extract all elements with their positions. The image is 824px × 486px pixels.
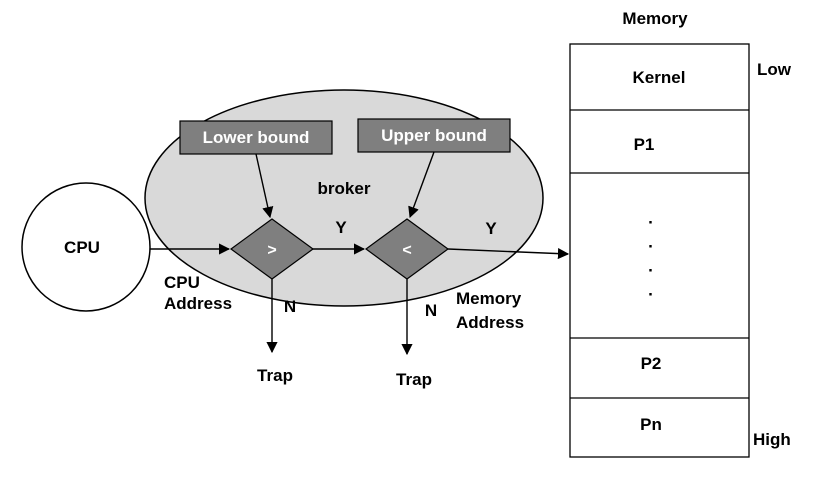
yes-label-2: Y xyxy=(485,219,497,238)
memory-address-label-line1: Memory xyxy=(456,289,522,308)
broker-label: broker xyxy=(318,179,371,198)
memory-p2-label: P2 xyxy=(641,354,662,373)
memory-ellipsis-dot: · xyxy=(648,213,654,232)
cpu-label: CPU xyxy=(64,238,100,257)
compare-lt-label: < xyxy=(402,242,411,259)
trap-label-2: Trap xyxy=(396,370,432,389)
yes-label-1: Y xyxy=(335,218,347,237)
cpu-address-label-line1: CPU xyxy=(164,273,200,292)
no-label-1: N xyxy=(284,297,296,316)
memory-ellipsis-dot: · xyxy=(648,285,654,304)
cpu-address-label-line2: Address xyxy=(164,294,232,313)
cpu-node xyxy=(21,182,151,312)
memory-title: Memory xyxy=(622,9,688,28)
memory-ellipsis-dot: · xyxy=(648,237,654,256)
memory-column xyxy=(569,43,750,458)
upper-bound-arrow xyxy=(408,151,435,219)
trap-label-1: Trap xyxy=(257,366,293,385)
memory-ellipsis-dot: · xyxy=(648,261,654,280)
upper-bound-label: Upper bound xyxy=(381,126,487,145)
lower-bound-label: Lower bound xyxy=(203,128,310,147)
memory-p1-label: P1 xyxy=(634,135,655,154)
no-label-2: N xyxy=(425,301,437,320)
memory-high-label: High xyxy=(753,430,791,449)
memory-kernel-label: Kernel xyxy=(633,68,686,87)
lt-to-memory-arrow xyxy=(447,247,570,260)
memory-address-label-line2: Address xyxy=(456,313,524,332)
memory-low-label: Low xyxy=(757,60,792,79)
lower-bound-arrow xyxy=(255,153,274,219)
memory-pn-label: Pn xyxy=(640,415,662,434)
upper-bound-box xyxy=(357,118,511,153)
compare-gt-label: > xyxy=(267,242,276,259)
